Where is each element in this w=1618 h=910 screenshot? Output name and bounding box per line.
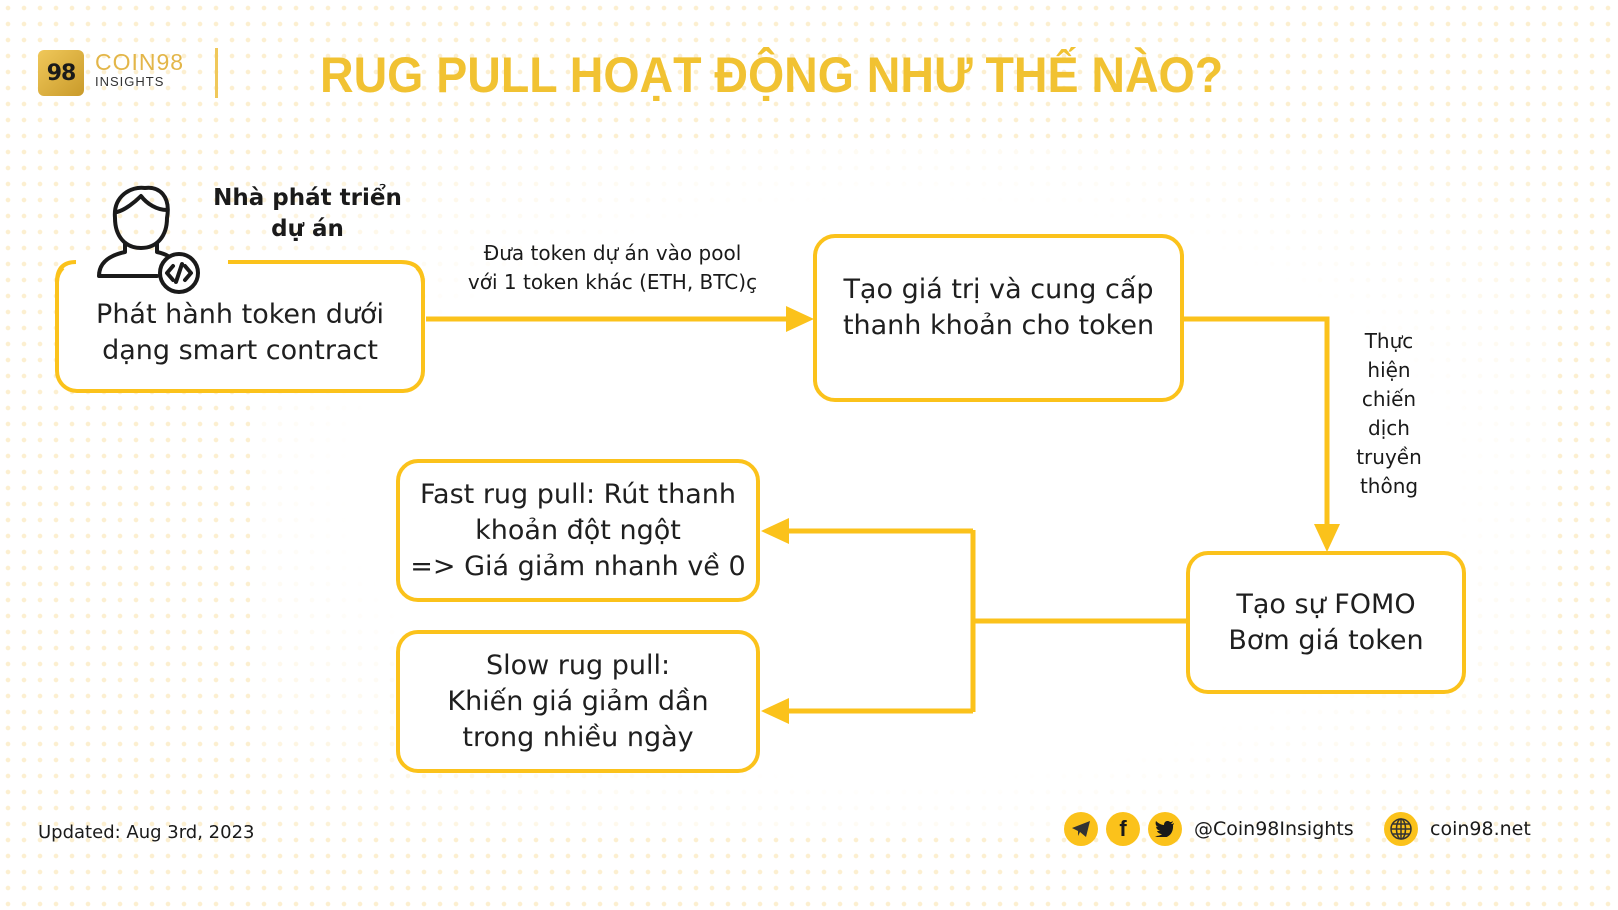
actor-label: Nhà phát triển dự án bbox=[213, 185, 402, 242]
website-link: coin98.net bbox=[1384, 812, 1531, 846]
edge-label-campaign: Thực hiện chiến dịch truyền thông bbox=[1356, 329, 1422, 498]
arrowhead-left-icon bbox=[761, 698, 789, 724]
arrow-liquidity-to-fomo bbox=[1183, 316, 1330, 528]
brand-name: COIN98 bbox=[95, 49, 185, 75]
node-fast-rug-pull: Fast rug pull: Rút thanh khoản đột ngột … bbox=[396, 459, 760, 602]
social-handle[interactable]: @Coin98Insights bbox=[1194, 818, 1354, 840]
node-liquidity-text: Tạo giá trị và cung cấp thanh khoản cho … bbox=[842, 274, 1155, 341]
brand-sub: INSIGHTS bbox=[95, 74, 165, 89]
updated-date: Updated: Aug 3rd, 2023 bbox=[38, 822, 255, 843]
brand-logo: COIN98 INSIGHTS bbox=[95, 50, 184, 89]
node-fomo-text: Tạo sự FOMO Bơm giá token bbox=[1228, 588, 1424, 656]
coin98-logo-mark: 98 bbox=[38, 50, 84, 96]
arrowhead-down-icon bbox=[1314, 524, 1340, 552]
node-slow-text: Slow rug pull: Khiến giá giảm dần trong … bbox=[447, 649, 709, 753]
node-issue-text: Phát hành token dưới dạng smart contract bbox=[96, 298, 384, 366]
node-liquidity: Tạo giá trị và cung cấp thanh khoản cho … bbox=[813, 234, 1184, 402]
facebook-icon[interactable]: f bbox=[1106, 812, 1140, 846]
node-fomo: Tạo sự FOMO Bơm giá token bbox=[1186, 551, 1466, 694]
twitter-icon[interactable] bbox=[1148, 812, 1182, 846]
edge-label-pool: Đưa token dự án vào pool với 1 token khá… bbox=[467, 241, 758, 294]
node-issue-token: Phát hành token dưới dạng smart contract bbox=[55, 260, 425, 393]
developer-code-icon bbox=[97, 185, 200, 294]
header-divider bbox=[215, 48, 218, 98]
website-url[interactable]: coin98.net bbox=[1430, 818, 1531, 840]
node-fast-text: Fast rug pull: Rút thanh khoản đột ngột … bbox=[410, 478, 746, 582]
arrowhead-left-icon bbox=[761, 518, 789, 544]
logo-mark-text: 98 bbox=[46, 60, 77, 86]
globe-icon[interactable] bbox=[1384, 812, 1418, 846]
arrowhead-right-icon bbox=[786, 306, 814, 332]
telegram-icon[interactable] bbox=[1064, 812, 1098, 846]
social-links: f @Coin98Insights bbox=[1064, 812, 1354, 846]
page-title: RUG PULL HOẠT ĐỘNG NHƯ THẾ NÀO? bbox=[320, 47, 1224, 103]
node-slow-rug-pull: Slow rug pull: Khiến giá giảm dần trong … bbox=[396, 630, 760, 773]
